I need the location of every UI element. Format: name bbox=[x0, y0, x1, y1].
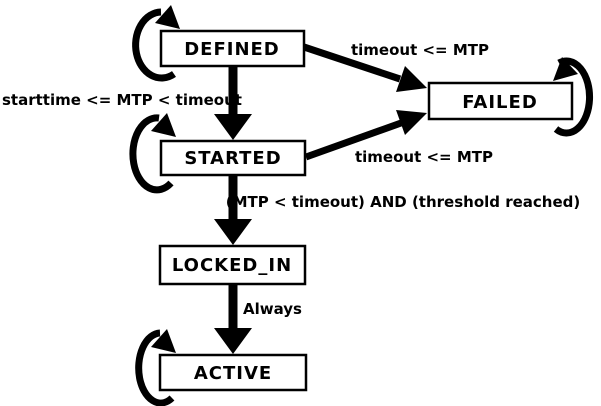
self-loop-started-arc bbox=[129, 114, 174, 194]
state-failed: FAILED bbox=[427, 81, 574, 121]
self-loop-active-arc bbox=[135, 329, 175, 406]
state-defined-box bbox=[159, 29, 306, 68]
self-loop-failed bbox=[553, 57, 594, 137]
transition-started-lockedin bbox=[214, 175, 252, 245]
state-defined-label: DEFINED bbox=[184, 39, 280, 60]
transition-started-lockedin-arrowhead-icon bbox=[214, 219, 252, 245]
self-loop-active bbox=[135, 329, 176, 406]
state-active-label: ACTIVE bbox=[194, 363, 272, 384]
self-loop-failed-arrowhead-icon bbox=[553, 57, 578, 81]
self-loop-defined-arc bbox=[132, 8, 176, 82]
state-lockedin-box bbox=[158, 244, 307, 286]
transition-started-failed bbox=[304, 110, 427, 161]
transition-started-failed-arrowhead-icon bbox=[396, 110, 427, 135]
transition-label-defined-started: starttime <= MTP < timeout bbox=[2, 91, 242, 109]
transition-lockedin-active bbox=[214, 284, 252, 354]
transition-lockedin-active-arrowhead-icon bbox=[214, 328, 252, 354]
state-failed-box bbox=[427, 81, 574, 121]
state-active: ACTIVE bbox=[158, 353, 308, 392]
transition-label-started-lockedin: (MTP < timeout) AND (threshold reached) bbox=[226, 193, 581, 211]
transition-defined-started bbox=[214, 66, 252, 140]
state-defined: DEFINED bbox=[159, 29, 306, 68]
self-loop-defined-arrowhead-icon bbox=[155, 5, 180, 29]
state-active-box bbox=[158, 353, 308, 392]
transition-label-defined-failed: timeout <= MTP bbox=[351, 41, 489, 59]
transition-defined-started-arrowhead-icon bbox=[214, 114, 252, 140]
state-started: STARTED bbox=[159, 139, 307, 177]
state-started-label: STARTED bbox=[184, 148, 281, 169]
self-loop-active-arrowhead-icon bbox=[151, 329, 176, 353]
self-loop-defined bbox=[132, 5, 180, 82]
state-started-box bbox=[159, 139, 307, 177]
self-loop-started-arrowhead-icon bbox=[151, 113, 176, 137]
transition-defined-failed bbox=[302, 43, 427, 92]
state-lockedin-label: LOCKED_IN bbox=[172, 255, 292, 276]
transition-defined-failed-shaft bbox=[302, 43, 402, 83]
transition-label-lockedin-active: Always bbox=[243, 300, 302, 318]
state-failed-label: FAILED bbox=[462, 92, 538, 113]
self-loop-started bbox=[129, 113, 176, 194]
transition-label-started-failed: timeout <= MTP bbox=[355, 148, 493, 166]
transition-defined-failed-arrowhead-icon bbox=[396, 66, 427, 92]
self-loop-failed-arc bbox=[553, 57, 594, 137]
transition-started-failed-shaft bbox=[304, 119, 403, 161]
state-lockedin: LOCKED_IN bbox=[158, 244, 307, 286]
